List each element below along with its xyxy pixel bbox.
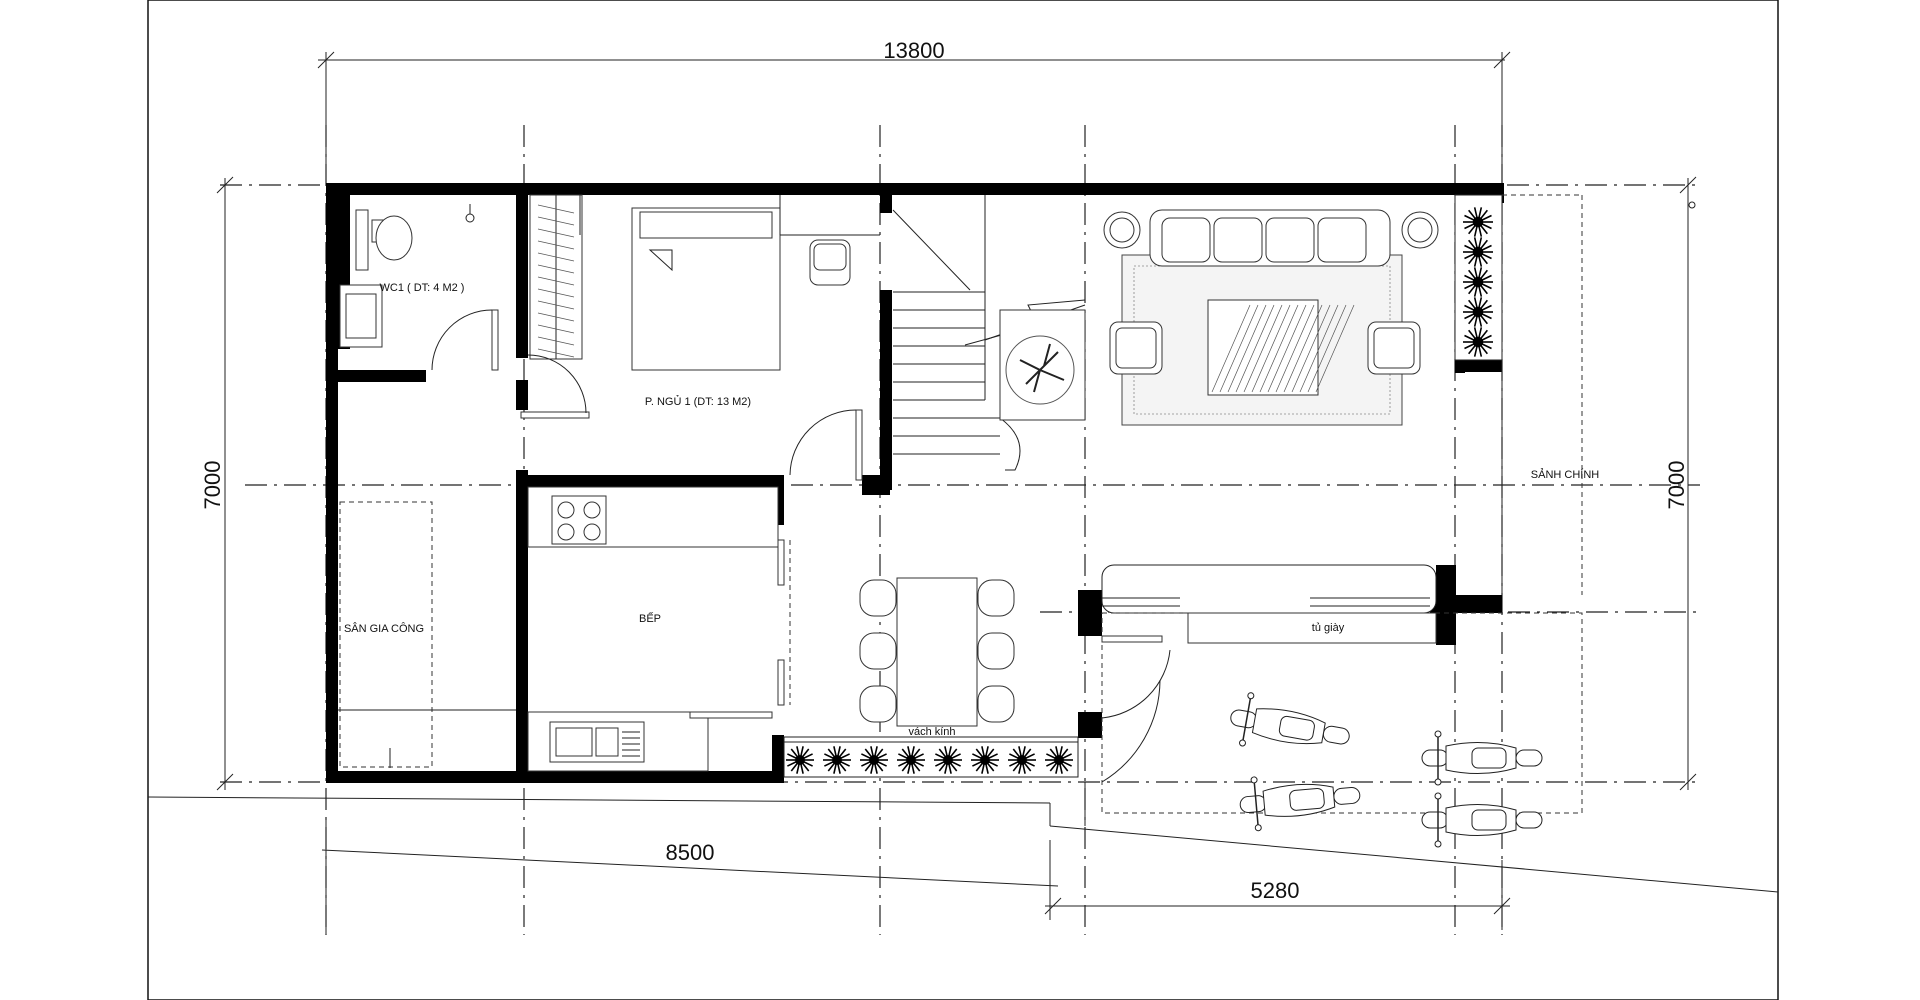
plant-icon — [1463, 297, 1493, 327]
label-glass-wall: vách kính — [908, 726, 955, 738]
dimension-bottom-left: 8500 — [666, 840, 715, 865]
chair-icon — [859, 632, 897, 670]
living-room-furniture — [1103, 209, 1439, 426]
staircase — [892, 195, 1086, 471]
wardrobe-hatch — [537, 204, 575, 358]
dimension-lines — [147, 51, 1779, 935]
plant-icon — [1463, 327, 1493, 357]
tree-icon — [1005, 335, 1075, 405]
plant-icon — [1463, 237, 1493, 267]
label-wc: WC1 ( DT: 4 M2 ) — [380, 282, 465, 294]
label-bedroom: P. NGỦ 1 (DT: 13 M2) — [645, 395, 751, 408]
drawing-frame — [147, 0, 1779, 1000]
plant-icon — [823, 746, 851, 774]
chair-icon — [977, 685, 1015, 723]
dimension-bottom-right: 5280 — [1251, 878, 1300, 903]
plant-icon — [934, 746, 962, 774]
chair-icon — [859, 579, 897, 617]
motorbikes — [1230, 692, 1543, 848]
motorbike-icon — [1421, 730, 1543, 786]
wc-fixtures — [339, 204, 499, 371]
glass-wall-planter — [783, 736, 1079, 778]
vertical-plants — [1463, 207, 1493, 357]
planter-plants — [786, 746, 1073, 774]
plant-icon — [786, 746, 814, 774]
motorbike-icon — [1230, 692, 1350, 747]
plant-icon — [971, 746, 999, 774]
dimension-left: 7000 — [200, 461, 225, 510]
north-marker-icon — [1688, 201, 1696, 209]
label-kitchen: BẾP — [639, 612, 661, 625]
chair-icon — [977, 632, 1015, 670]
plant-icon — [1008, 746, 1036, 774]
dimension-right: 7000 — [1664, 461, 1689, 510]
plant-icon — [897, 746, 925, 774]
bedroom-furniture — [520, 194, 880, 481]
work-yard-area — [338, 501, 516, 768]
kitchen-fixtures — [527, 486, 791, 772]
dining-set — [859, 577, 1015, 727]
plant-icon — [860, 746, 888, 774]
dimension-top: 13800 — [883, 38, 944, 63]
front-gate — [1101, 194, 1583, 814]
plant-icon — [1463, 267, 1493, 297]
motorbike-icon — [1239, 776, 1361, 832]
chair-icon — [977, 579, 1015, 617]
chair-icon — [859, 685, 897, 723]
plant-icon — [1463, 207, 1493, 237]
label-work-yard: SÂN GIA CÔNG — [344, 622, 424, 635]
label-main-hall: SẢNH CHÍNH — [1531, 468, 1600, 481]
coffee-table-hatch — [1211, 304, 1355, 393]
plant-icon — [1045, 746, 1073, 774]
shoe-cabinet-row — [1101, 564, 1437, 644]
label-shoe-cabinet: tủ giày — [1312, 622, 1345, 634]
motorbike-icon — [1421, 792, 1543, 848]
